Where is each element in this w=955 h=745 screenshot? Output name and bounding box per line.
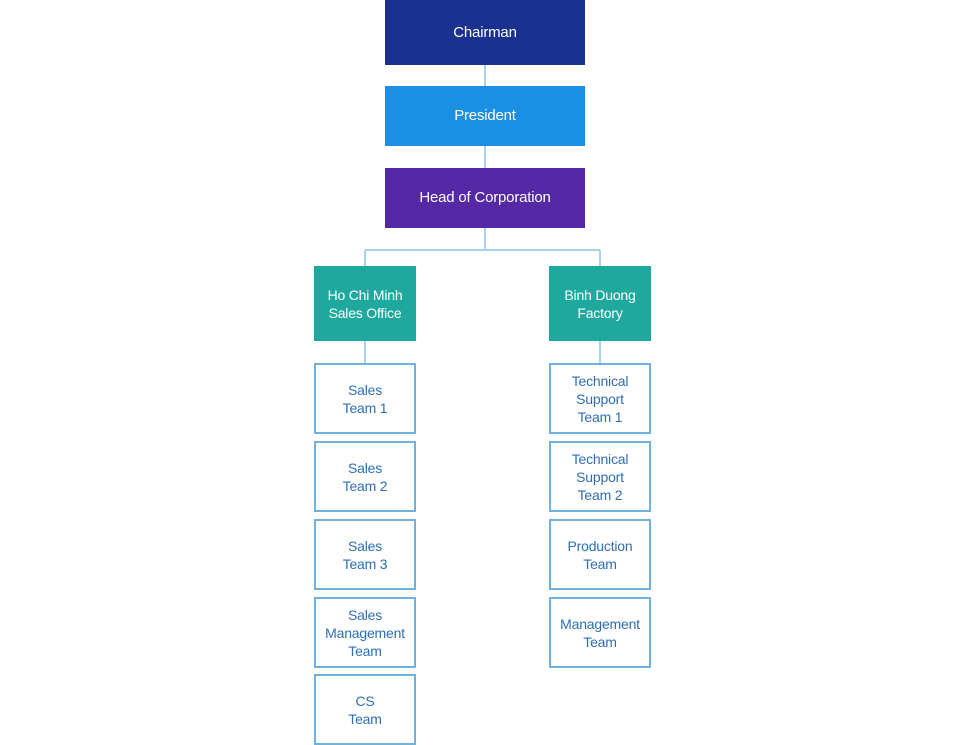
head-of-corporation-box: Head of Corporation — [385, 168, 585, 228]
sales-management-team-box: Sales Management Team — [314, 597, 416, 668]
technical-support-team-2-box: Technical Support Team 2 — [549, 441, 651, 512]
binh-duong-factory-box: Binh Duong Factory — [549, 266, 651, 341]
management-team-box: Management Team — [549, 597, 651, 668]
sales-team-2-box: Sales Team 2 — [314, 441, 416, 512]
president-box: President — [385, 86, 585, 146]
production-team-box: Production Team — [549, 519, 651, 590]
sales-team-3-box: Sales Team 3 — [314, 519, 416, 590]
chairman-box: Chairman — [385, 0, 585, 65]
ho-chi-minh-sales-office-box: Ho Chi Minh Sales Office — [314, 266, 416, 341]
cs-team-box: CS Team — [314, 674, 416, 745]
sales-team-1-box: Sales Team 1 — [314, 363, 416, 434]
technical-support-team-1-box: Technical Support Team 1 — [549, 363, 651, 434]
